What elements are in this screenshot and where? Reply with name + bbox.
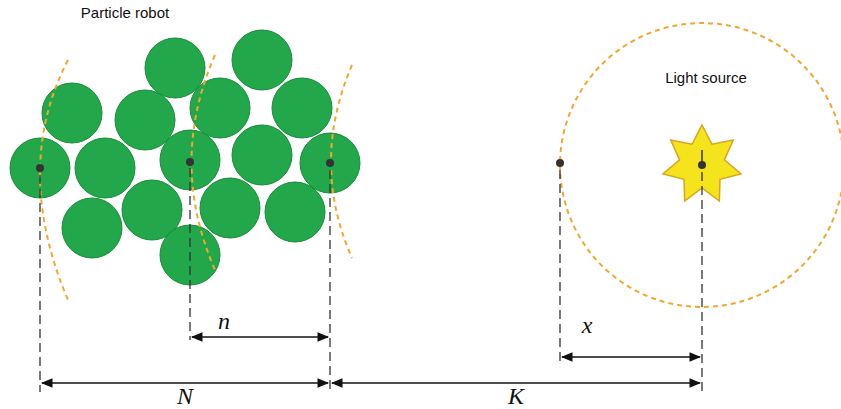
particle [272,78,332,138]
light-front-arc [40,60,68,300]
marker-dot [556,159,564,167]
particle [265,182,325,242]
particle [75,138,135,198]
particle [115,90,175,150]
light-front-arc [192,55,216,270]
light-front-arc [331,65,352,258]
guide-line [329,170,330,392]
particle [42,83,102,143]
marker-dot [186,158,194,166]
guide-line [559,170,560,362]
particle-group [10,30,360,285]
dimension-label: N [177,383,193,409]
marker-dot [36,164,44,172]
guide-line [701,172,702,395]
marker-dot [326,159,334,167]
light-label: Light source [665,70,747,87]
dimension-arrow [562,356,700,357]
marker-dot [698,161,706,169]
particle [160,130,220,190]
guide-line [189,168,190,340]
dimension-label: K [508,383,524,409]
robot-label: Particle robot [81,5,169,22]
particle [190,78,250,138]
dimension-label: n [218,308,230,334]
particle [145,38,205,98]
dimension-label: x [582,312,593,338]
particle [232,30,292,90]
dimension-arrow [192,336,328,337]
particle [200,178,260,238]
light-range-circle [560,23,841,307]
particle [232,125,292,185]
guide-line [39,175,40,392]
particle [62,198,122,258]
